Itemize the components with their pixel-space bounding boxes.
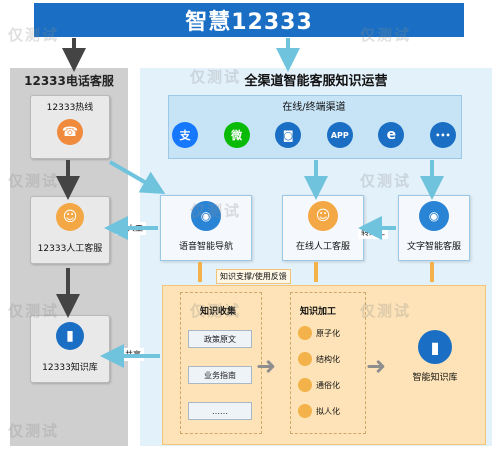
process-item-label: 拟人化: [316, 406, 340, 416]
collect-title: 知识收集: [200, 307, 237, 317]
collect-item: 政策原文: [188, 330, 252, 348]
more-icon: •••: [429, 122, 456, 148]
phone-kb-label: 12333知识库: [42, 363, 98, 373]
watermark: 仅测试: [8, 26, 60, 44]
agent-icon: ☺: [308, 201, 338, 231]
process-item: 原子化: [298, 326, 340, 340]
watermark: 仅测试: [190, 202, 242, 220]
page-title: 智慧12333: [34, 3, 464, 37]
watermark: 仅测试: [360, 172, 412, 190]
robot-icon: ◉: [191, 201, 221, 231]
book-icon: ▮: [56, 322, 84, 350]
process-item-label: 结构化: [316, 354, 340, 364]
agent-icon: ☺: [56, 203, 84, 231]
channel-icons: 支 微 ◙ APP e •••: [172, 122, 456, 148]
arrow-diagonal: [108, 160, 166, 195]
text-bot-label: 文字智能客服: [406, 242, 461, 252]
gear-icon: [298, 378, 312, 392]
watermark: 仅测试: [190, 302, 242, 320]
process-item-label: 通俗化: [316, 380, 340, 390]
watermark: 仅测试: [8, 172, 60, 190]
process-box: [290, 292, 366, 434]
watermark: 仅测试: [360, 26, 412, 44]
voice-nav-label: 语音智能导航: [178, 242, 233, 252]
alipay-icon: 支: [172, 122, 198, 148]
collect-item: ……: [188, 402, 252, 420]
watermark: 仅测试: [8, 422, 60, 440]
app-icon: APP: [326, 122, 353, 148]
collect-item: 业务指南: [188, 366, 252, 384]
smart-kb-label: 智能知识库: [412, 373, 458, 383]
arrow-right-icon: ➜: [366, 352, 387, 380]
process-item-label: 原子化: [316, 328, 340, 338]
phone-icon: ☎: [57, 119, 83, 145]
arrow-right-icon: ➜: [256, 352, 277, 380]
voice-nav-card: ◉ 语音智能导航: [160, 195, 252, 261]
smart-kb: ▮ 智能知识库: [400, 330, 470, 390]
gear-icon: [298, 326, 312, 340]
watermark: 仅测试: [190, 68, 242, 86]
online-agent-label: 在线人工客服: [295, 242, 350, 252]
collect-box: [180, 292, 262, 434]
omni-channel-title: 全渠道智能客服知识运营: [244, 74, 388, 89]
phone-service-title: 12333电话客服: [24, 74, 114, 88]
channel-bar: [168, 95, 462, 159]
phone-agent-label: 12333人工客服: [37, 244, 103, 254]
phone-agent-card: ☺ 12333人工客服: [30, 196, 110, 264]
support-feedback-label: 知识支撑/使用反馈: [216, 269, 291, 284]
hotline-card: 12333热线 ☎: [30, 95, 110, 159]
gear-icon: [298, 404, 312, 418]
phone-kb-card: ▮ 12333知识库: [30, 315, 110, 383]
watermark: 仅测试: [360, 302, 412, 320]
process-item: 结构化: [298, 352, 340, 366]
text-bot-card: ◉ 文字智能客服: [398, 195, 470, 261]
ie-icon: e: [378, 122, 405, 148]
online-agent-card: ☺ 在线人工客服: [282, 195, 364, 261]
process-item: 通俗化: [298, 378, 340, 392]
robot-icon: ◉: [419, 201, 449, 231]
book-icon: ▮: [418, 330, 452, 364]
terminal-icon: ◙: [275, 122, 302, 148]
wechat-icon: 微: [223, 122, 250, 148]
process-title: 知识加工: [300, 307, 337, 317]
channel-title: 在线/终端渠道: [282, 102, 346, 113]
gear-icon: [298, 352, 312, 366]
hotline-label: 12333热线: [46, 103, 94, 113]
watermark: 仅测试: [8, 302, 60, 320]
process-item: 拟人化: [298, 404, 340, 418]
